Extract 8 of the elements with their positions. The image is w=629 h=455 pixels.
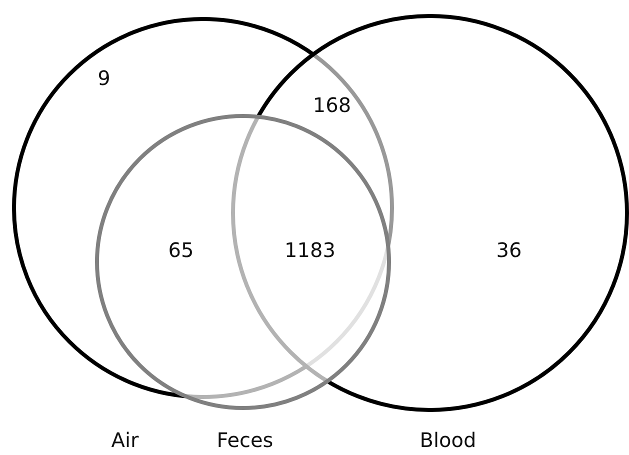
region-count: 65	[168, 238, 194, 262]
region-count: 1183	[284, 238, 336, 262]
set-name: Blood	[420, 428, 476, 452]
region-count: 9	[98, 66, 110, 90]
set-name: Air	[111, 428, 139, 452]
region-count: 36	[496, 238, 522, 262]
region-count: 168	[312, 93, 352, 117]
set-name: Feces	[216, 428, 274, 452]
